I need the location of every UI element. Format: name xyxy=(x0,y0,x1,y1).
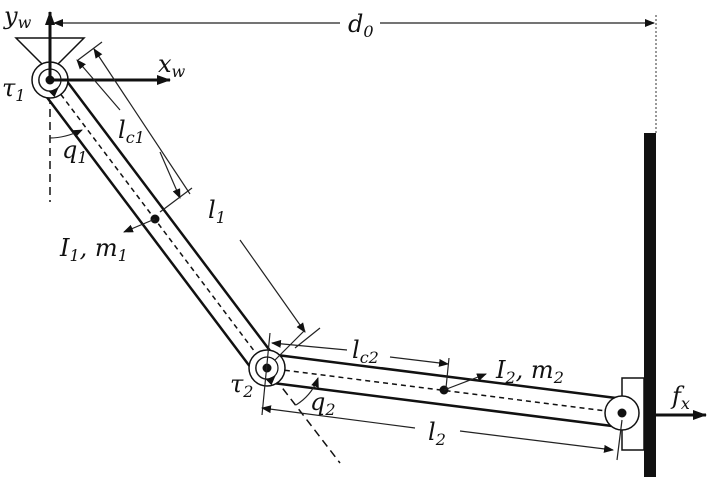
wall xyxy=(644,133,656,477)
inertia-mass-2-label: I2, m2 xyxy=(495,356,564,387)
y-world-label: yw xyxy=(3,2,32,32)
lc2-dimension xyxy=(261,329,450,416)
tau2-torque-arc xyxy=(255,359,276,386)
d0-label: d0 xyxy=(348,10,374,41)
link-1 xyxy=(39,71,278,377)
lc1-dimension xyxy=(76,59,193,213)
x-world-label: xw xyxy=(158,50,186,81)
lc2-label: lc2 xyxy=(352,336,379,367)
inertia-mass-1-label: I1, m1 xyxy=(59,234,128,265)
lc1-label: lc1 xyxy=(118,116,145,147)
l2-label: l2 xyxy=(428,418,446,449)
tau1-torque-arc xyxy=(38,71,59,98)
q1-label: q1 xyxy=(62,136,88,167)
q1-angle-arc xyxy=(49,129,83,139)
tau1-label: τ1 xyxy=(2,74,25,105)
q2-angle-arc xyxy=(295,377,319,406)
inertia2-arrow xyxy=(443,373,487,391)
end-effector-joint xyxy=(604,395,640,431)
tau2-label: τ2 xyxy=(230,370,253,401)
inertia1-arrow xyxy=(123,218,156,233)
l1-dimension xyxy=(77,41,321,349)
force-label: fx xyxy=(670,382,690,413)
l2-dimension xyxy=(261,405,623,461)
l1-label: l1 xyxy=(208,196,226,227)
q2-label: q2 xyxy=(310,388,336,419)
